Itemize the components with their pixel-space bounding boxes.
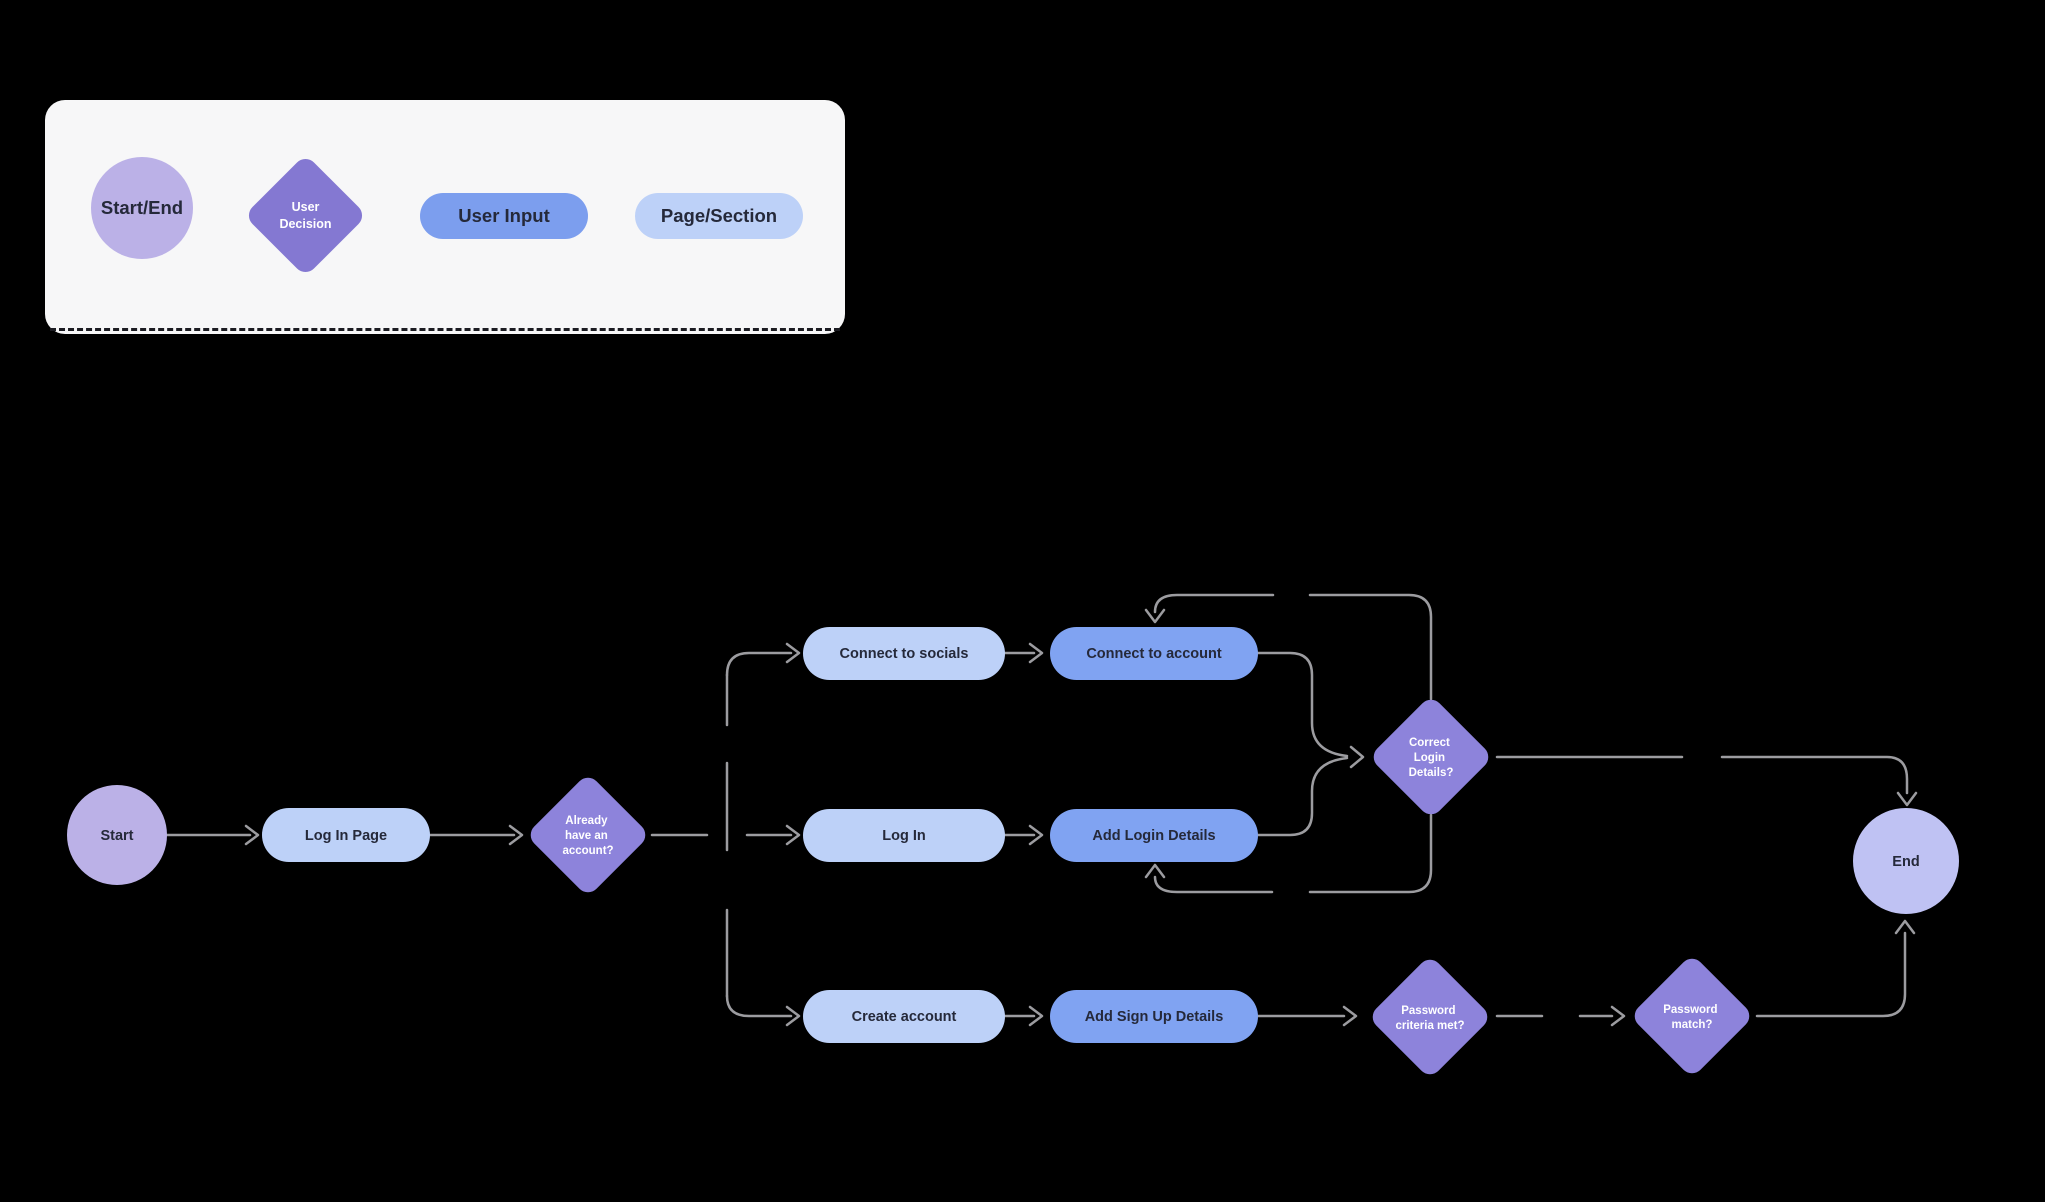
node-add-login-details[interactable]: Add Login Details	[1050, 809, 1258, 862]
connector-arrowhead	[785, 1005, 801, 1027]
connector-arrowhead	[1144, 608, 1166, 624]
legend-start-end-shape[interactable]: Start/End	[91, 157, 193, 259]
log-in-label: Log In	[882, 828, 926, 844]
start-shape[interactable]	[67, 785, 167, 885]
connector-arrowhead	[1028, 824, 1044, 846]
connector-login-to-add-login-details[interactable]	[1003, 824, 1044, 846]
connector-line	[725, 994, 793, 1018]
connector-login-page-to-decision[interactable]	[428, 824, 524, 846]
connector-correct-details-loop-to-account[interactable]	[1144, 593, 1433, 701]
connector-branch-to-create-account[interactable]	[725, 994, 801, 1027]
node-already-have-account[interactable]: Already have an account?	[526, 773, 650, 897]
connector-arrowhead	[1894, 919, 1916, 935]
connector-arrowhead	[1349, 745, 1365, 769]
legend-page-section-shape[interactable]: Page/Section	[635, 193, 803, 239]
connect-to-account-shape[interactable]	[1050, 627, 1258, 680]
connector-arrowhead	[785, 642, 801, 664]
node-password-criteria-met[interactable]: Password criteria met?	[1368, 955, 1492, 1079]
already-have-account-label: Already have an account?	[562, 815, 613, 857]
connector-correct-details-to-end[interactable]	[1495, 755, 1918, 807]
legend-page-section-label: Page/Section	[660, 205, 778, 226]
node-create-account[interactable]: Create account	[803, 990, 1005, 1043]
add-login-details-label: Add Login Details	[1092, 828, 1215, 844]
legend-card-dashed-edge	[50, 328, 840, 331]
legend-user-decision-line2: Decision	[279, 217, 332, 231]
node-log-in[interactable]: Log In	[803, 809, 1005, 862]
connector-arrowhead	[508, 824, 524, 846]
connector-socials-to-account[interactable]	[1003, 642, 1044, 664]
connector-line	[1153, 593, 1433, 701]
connector-start-to-login-page[interactable]	[165, 824, 260, 846]
connector-line	[725, 651, 793, 677]
connector-line	[1153, 813, 1433, 894]
add-login-details-shape[interactable]	[1050, 809, 1258, 862]
connector-signup-to-criteria[interactable]	[1256, 1005, 1358, 1027]
node-end[interactable]: End	[1853, 808, 1959, 914]
login-page-label: Log In Page	[305, 828, 387, 844]
legend-user-input-shape[interactable]: User Input	[420, 193, 588, 239]
connector-account-to-correct-details[interactable]	[1256, 651, 1365, 769]
connector-arrowhead	[1896, 791, 1918, 807]
password-criteria-met-label: Password criteria met?	[1395, 1005, 1464, 1032]
add-sign-up-details-shape[interactable]	[1050, 990, 1258, 1043]
create-account-label: Create account	[852, 1009, 957, 1025]
legend-user-decision-line1: User	[291, 200, 320, 214]
connect-to-socials-label: Connect to socials	[840, 646, 969, 662]
connector-line	[1256, 651, 1349, 758]
end-label: End	[1892, 854, 1919, 870]
connector-branch-to-connect-socials[interactable]	[725, 642, 801, 677]
legend-user-input-label: User Input	[458, 205, 550, 226]
legend-start-end-label: Start/End	[100, 197, 184, 218]
connector-arrowhead	[1028, 1005, 1044, 1027]
node-password-match[interactable]: Password match?	[1630, 954, 1754, 1078]
node-connect-to-socials[interactable]: Connect to socials	[803, 627, 1005, 680]
end-shape[interactable]	[1853, 808, 1959, 914]
connect-to-socials-shape[interactable]	[803, 627, 1005, 680]
login-page-shape[interactable]	[262, 808, 430, 862]
connector-arrowhead	[1610, 1005, 1626, 1027]
correct-login-details-label: Correct Login Details?	[1409, 737, 1454, 779]
connector-decision-to-log-in[interactable]	[650, 824, 801, 846]
connector-criteria-to-match[interactable]	[1495, 1005, 1626, 1027]
connector-arrowhead	[785, 824, 801, 846]
start-label: Start	[100, 828, 133, 844]
correct-login-details-shape[interactable]	[1369, 695, 1493, 819]
add-sign-up-details-label: Add Sign Up Details	[1085, 1009, 1224, 1025]
legend-user-decision-label: User Decision	[235, 199, 376, 233]
node-connect-to-account[interactable]: Connect to account	[1050, 627, 1258, 680]
connector-arrowhead	[244, 824, 260, 846]
legend-card[interactable]: Start/End User Decision User Input Page/…	[45, 100, 845, 334]
connector-arrowhead	[1342, 1005, 1358, 1027]
connector-add-details-to-correct-details[interactable]	[1256, 756, 1349, 837]
password-match-shape[interactable]	[1630, 954, 1754, 1078]
connector-line	[1256, 756, 1349, 837]
connector-arrowhead	[1144, 863, 1166, 879]
connect-to-account-label: Connect to account	[1086, 646, 1222, 662]
connector-arrowhead	[1028, 642, 1044, 664]
already-have-account-shape[interactable]	[526, 773, 650, 897]
connector-correct-details-loop-to-add-details[interactable]	[1144, 813, 1433, 894]
create-account-shape[interactable]	[803, 990, 1005, 1043]
connector-create-to-signup-details[interactable]	[1003, 1005, 1044, 1027]
log-in-shape[interactable]	[803, 809, 1005, 862]
node-login-page[interactable]: Log In Page	[262, 808, 430, 862]
connector-line	[1495, 755, 1909, 795]
node-correct-login-details[interactable]: Correct Login Details?	[1369, 695, 1493, 819]
node-start[interactable]: Start	[67, 785, 167, 885]
node-add-sign-up-details[interactable]: Add Sign Up Details	[1050, 990, 1258, 1043]
password-match-label: Password match?	[1663, 1004, 1721, 1031]
password-criteria-met-shape[interactable]	[1368, 955, 1492, 1079]
connector-line	[1755, 931, 1907, 1018]
connector-match-to-end[interactable]	[1755, 919, 1916, 1018]
